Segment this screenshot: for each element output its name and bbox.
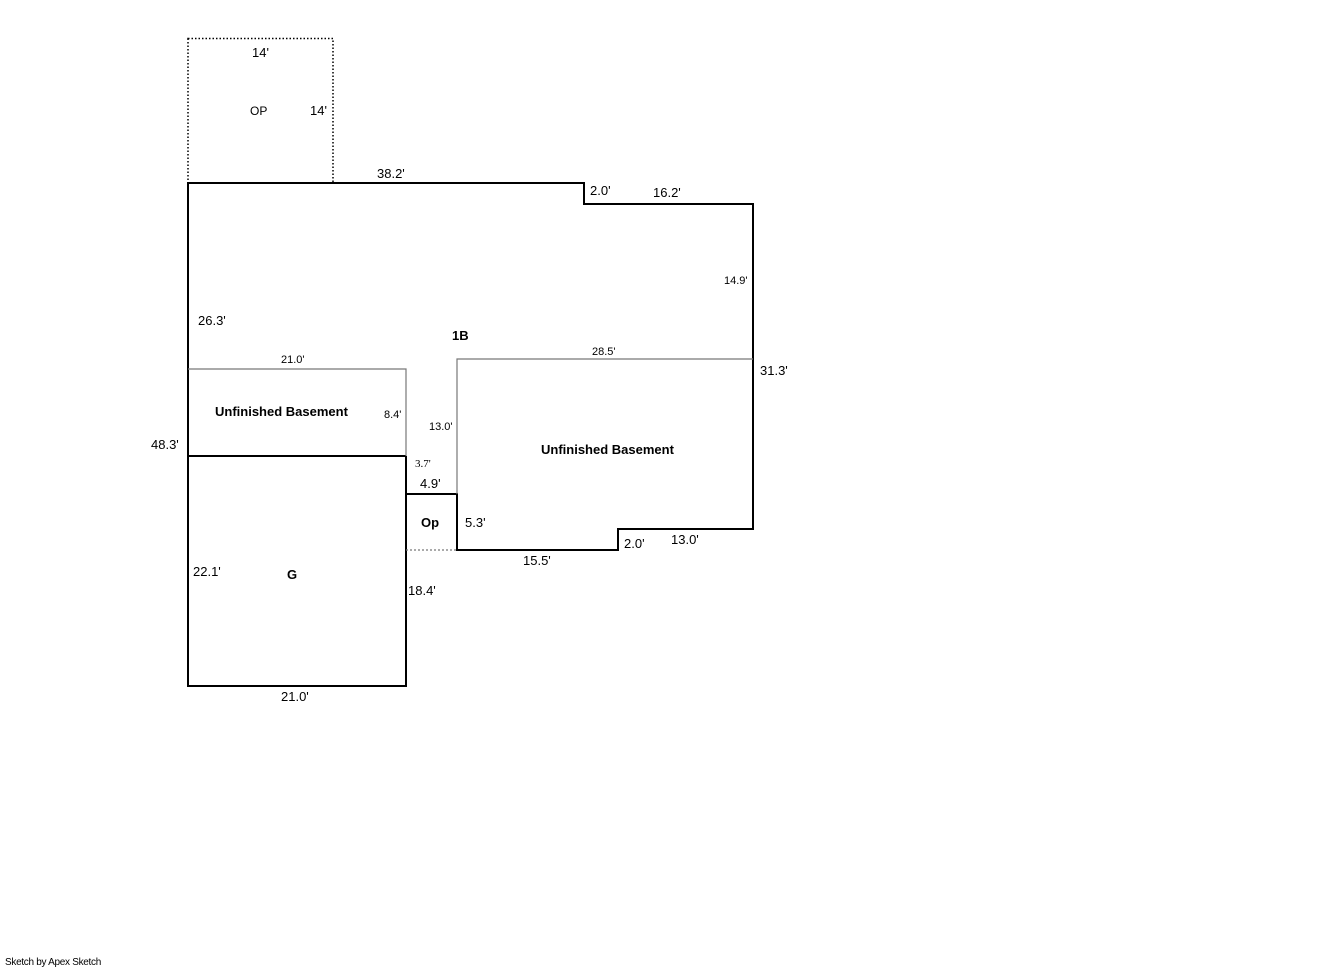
area-label-basement-right: Unfinished Basement bbox=[541, 442, 674, 457]
dim-basement-right-top: 28.5' bbox=[592, 346, 616, 358]
dim-op-top-width: 14' bbox=[252, 45, 269, 60]
dim-top-right: 16.2' bbox=[653, 185, 681, 200]
dim-right-upper: 14.9' bbox=[724, 275, 748, 287]
dim-step-top: 2.0' bbox=[590, 183, 611, 198]
basement-left-outline bbox=[188, 368, 407, 456]
area-label-op-top: OP bbox=[250, 104, 268, 118]
main-outline bbox=[187, 182, 754, 687]
area-label-garage: G bbox=[287, 567, 298, 582]
dim-op-width: 4.9' bbox=[420, 476, 441, 491]
area-label-main: 1B bbox=[452, 328, 469, 343]
dim-basement-right-left: 13.0' bbox=[429, 421, 453, 433]
basement-right-outline bbox=[456, 358, 753, 494]
dim-bottom-mid: 15.5' bbox=[523, 553, 551, 568]
dim-garage-right: 18.4' bbox=[408, 583, 436, 598]
dim-right-total: 31.3' bbox=[760, 363, 788, 378]
dim-op-height: 5.3' bbox=[465, 515, 486, 530]
dim-small-gap: 3.7' bbox=[415, 458, 431, 470]
dim-bottom-right: 13.0' bbox=[671, 532, 699, 547]
dim-top: 38.2' bbox=[377, 166, 405, 181]
dim-garage-bottom: 21.0' bbox=[281, 689, 309, 704]
dim-basement-left-right: 8.4' bbox=[384, 409, 402, 421]
dim-left-upper: 26.3' bbox=[198, 313, 226, 328]
dim-step-bottom: 2.0' bbox=[624, 536, 645, 551]
dim-left-total: 48.3' bbox=[151, 437, 179, 452]
area-label-op-small: Op bbox=[421, 515, 440, 530]
area-label-basement-left: Unfinished Basement bbox=[215, 404, 348, 419]
footer-credit: Sketch by Apex Sketch bbox=[5, 957, 101, 968]
dim-basement-left-top: 21.0' bbox=[281, 354, 305, 366]
dim-op-top-height: 14' bbox=[310, 103, 327, 118]
dim-garage-left: 22.1' bbox=[193, 564, 221, 579]
